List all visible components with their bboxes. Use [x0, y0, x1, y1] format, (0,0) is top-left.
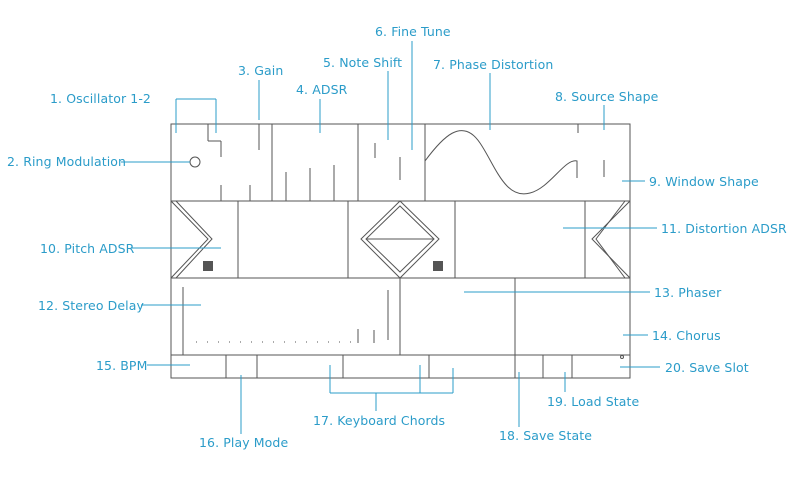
callout-gain: 3. Gain [238, 63, 284, 78]
panel-border [170, 123, 631, 379]
callout-oscillator: 1. Oscillator 1-2 [50, 91, 151, 106]
distortion-adsr-toggle [433, 261, 443, 271]
synth-panel [170, 123, 631, 379]
callout-adsr: 4. ADSR [296, 82, 348, 97]
callout-stereo-delay: 12. Stereo Delay [38, 298, 145, 313]
pitch-adsr-toggle [203, 261, 213, 271]
callout-note-shift: 5. Note Shift [323, 55, 403, 70]
callout-save-slot: 20. Save Slot [665, 360, 749, 375]
callout-fine-tune: 6. Fine Tune [375, 24, 451, 39]
callout-source-shape: 8. Source Shape [555, 89, 659, 104]
callout-keyboard-chords: 17. Keyboard Chords [313, 413, 446, 428]
callout-load-state: 19. Load State [547, 394, 640, 409]
pitch-adsr-envelope [170, 200, 209, 279]
callout-chorus: 14. Chorus [652, 328, 721, 343]
callout-leaders [121, 41, 660, 434]
callout-window-shape: 9. Window Shape [649, 174, 759, 189]
ring-mod-knob [189, 156, 201, 168]
callout-pitch-adsr: 10. Pitch ADSR [40, 241, 135, 256]
save-slot-indicator [620, 355, 624, 359]
callout-bpm: 15. BPM [96, 358, 148, 373]
callout-ring-modulation: 2. Ring Modulation [7, 154, 127, 169]
callout-distortion-adsr: 11. Distortion ADSR [661, 221, 787, 236]
callout-play-mode: 16. Play Mode [199, 435, 289, 450]
distortion-adsr-envelope [591, 200, 631, 279]
callout-save-state: 18. Save State [499, 428, 592, 443]
callout-phaser: 13. Phaser [654, 285, 722, 300]
phase-distortion-waveform [424, 130, 578, 195]
callout-phase-distortion: 7. Phase Distortion [433, 57, 554, 72]
